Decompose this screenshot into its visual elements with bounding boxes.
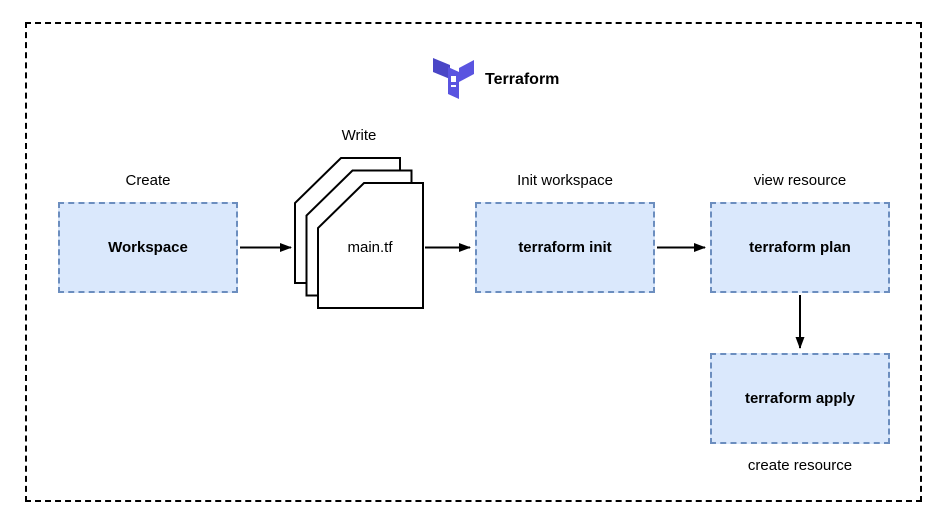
annotation-create-resource: create resource [747, 457, 853, 474]
node-terraform-apply: terraform apply [710, 353, 890, 444]
terraform-logo-icon [433, 58, 474, 99]
logo-left-wing [433, 58, 450, 79]
annotation-view-resource: view resource [753, 172, 847, 189]
node-terraform-apply-label: terraform apply [744, 390, 856, 407]
node-workspace: Workspace [58, 202, 238, 293]
annotation-create: Create [125, 172, 171, 189]
node-workspace-label: Workspace [108, 239, 188, 256]
logo-window [451, 76, 456, 82]
diagram-title: Terraform [485, 71, 560, 88]
logo-door [451, 85, 456, 87]
node-terraform-plan: terraform plan [710, 202, 890, 293]
node-terraform-init: terraform init [475, 202, 655, 293]
logo-right-wing [459, 60, 474, 82]
diagram-outer-border [25, 22, 922, 502]
node-terraform-plan-label: terraform plan [749, 239, 851, 256]
node-terraform-init-label: terraform init [518, 239, 612, 256]
logo-stem [448, 67, 459, 99]
annotation-init-workspace: Init workspace [517, 172, 613, 189]
annotation-write: Write [341, 127, 377, 144]
